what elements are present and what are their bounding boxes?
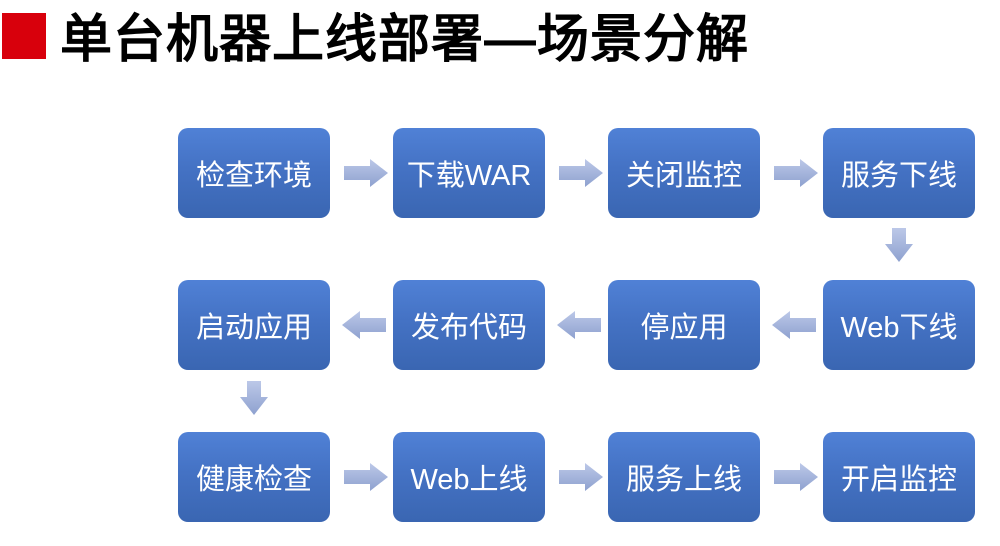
flow-step-label: 检查环境 (195, 160, 312, 192)
flow-step-stop-app: 停应用 (608, 280, 760, 370)
arrow-right-icon (344, 463, 388, 491)
flow-step-label: 停应用 (640, 312, 728, 344)
flow-step-health-check: 健康检查 (178, 432, 330, 522)
flow-step-start-app: 启动应用 (178, 280, 330, 370)
flow-step-label: 开启监控 (840, 464, 957, 496)
flow-step-web-online: Web上线 (393, 432, 545, 522)
flow-step-download-war: 下载WAR (393, 128, 545, 218)
arrow-down-icon (240, 381, 268, 415)
flow-step-label: 发布代码 (410, 312, 527, 344)
flow-step-label: Web上线 (410, 464, 528, 496)
flow-step-label: Web下线 (840, 312, 958, 344)
flow-step-web-offline: Web下线 (823, 280, 975, 370)
arrow-right-icon (774, 463, 818, 491)
flow-step-deploy-code: 发布代码 (393, 280, 545, 370)
flow-step-label: 服务下线 (840, 160, 957, 192)
arrow-right-icon (344, 159, 388, 187)
arrow-right-icon (559, 463, 603, 491)
arrow-left-icon (772, 311, 816, 339)
flow-step-service-online: 服务上线 (608, 432, 760, 522)
title-bullet-square (2, 13, 46, 59)
flow-step-label: 下载WAR (406, 160, 532, 192)
flow-step-open-monitor: 开启监控 (823, 432, 975, 522)
flow-step-service-offline: 服务下线 (823, 128, 975, 218)
flow-step-close-monitor: 关闭监控 (608, 128, 760, 218)
page-title: 单台机器上线部署—场景分解 (60, 11, 750, 69)
flow-step-check-env: 检查环境 (178, 128, 330, 218)
flow-step-label: 健康检查 (195, 464, 312, 496)
arrow-right-icon (559, 159, 603, 187)
flow-step-label: 关闭监控 (625, 160, 742, 192)
flow-step-label: 服务上线 (625, 464, 742, 496)
arrow-left-icon (342, 311, 386, 339)
arrow-right-icon (774, 159, 818, 187)
arrow-down-icon (885, 228, 913, 262)
flow-step-label: 启动应用 (195, 312, 312, 344)
arrow-left-icon (557, 311, 601, 339)
